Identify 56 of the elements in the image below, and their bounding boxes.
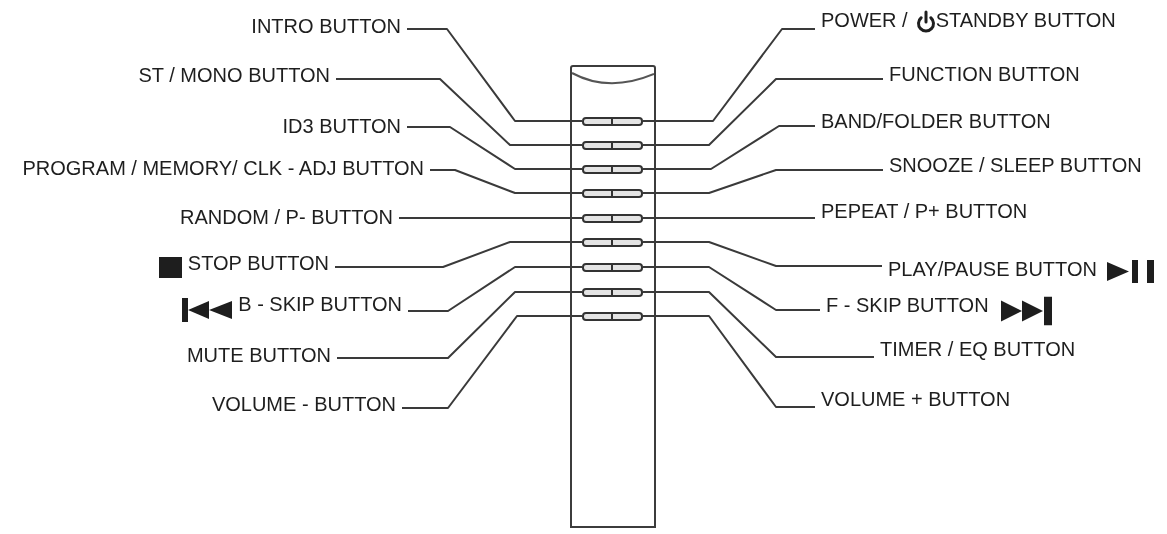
leader-line — [642, 217, 816, 219]
leader-line — [642, 315, 816, 408]
leader-line — [429, 169, 583, 194]
device-button — [613, 311, 643, 321]
callout-label: ID3 BUTTON — [282, 113, 401, 138]
callout-label: STANDBY BUTTON — [935, 8, 1116, 32]
device-button — [582, 262, 613, 272]
leader-line — [642, 291, 875, 358]
device-button — [582, 116, 613, 126]
callout-label: RANDOM / P- BUTTON — [180, 205, 393, 229]
device-button — [582, 213, 613, 223]
device-button — [613, 116, 643, 126]
leader-line — [642, 169, 884, 194]
device-button — [613, 262, 643, 272]
leader-line — [406, 28, 583, 122]
callout-label: PEPEAT / P+ BUTTON — [821, 199, 1028, 223]
leader-line — [401, 315, 583, 409]
callout-label: INTRO BUTTON — [251, 14, 401, 38]
callout-label: SNOOZE / SLEEP BUTTON — [889, 153, 1142, 177]
leader-line — [642, 266, 821, 311]
callout-label: ST / MONO BUTTON — [138, 63, 330, 87]
leader-line — [407, 266, 583, 312]
leader-line — [642, 78, 884, 146]
device-button — [613, 164, 643, 174]
leader-line — [642, 28, 816, 122]
device-button — [582, 140, 613, 150]
device-button — [613, 237, 643, 247]
leader-line — [398, 217, 583, 219]
callout-label: STOP BUTTON — [187, 251, 329, 275]
leader-line — [642, 241, 883, 267]
leader-line — [406, 126, 583, 170]
device-button — [613, 188, 643, 198]
device-button — [613, 140, 643, 150]
device-panel — [570, 65, 656, 528]
callout-label: POWER / — [821, 8, 908, 32]
device-button — [582, 188, 613, 198]
callout-label: MUTE BUTTON — [186, 343, 331, 367]
device-button — [582, 287, 613, 297]
leader-line — [336, 291, 583, 359]
device-button — [613, 287, 643, 297]
callout-label: B - SKIP BUTTON — [238, 292, 402, 316]
leader-line — [335, 78, 583, 146]
callout-label: PLAY/PAUSE BUTTON — [888, 257, 1097, 281]
leader-line — [642, 125, 816, 170]
callout-label: PROGRAM / MEMORY/ CLK - ADJ BUTTON — [22, 155, 424, 180]
device-button — [582, 164, 613, 174]
callout-label: F - SKIP BUTTON — [826, 292, 989, 316]
callout-label: FUNCTION BUTTON — [889, 62, 1080, 86]
device-button — [613, 213, 643, 223]
device-button — [582, 237, 613, 247]
callout-label: VOLUME + BUTTON — [821, 387, 1011, 411]
callout-label: TIMER / EQ BUTTON — [880, 337, 1076, 361]
device-button — [582, 311, 613, 321]
callout-label: VOLUME - BUTTON — [211, 392, 396, 416]
leader-line — [334, 241, 583, 268]
callout-label: BAND/FOLDER BUTTON — [821, 108, 1051, 133]
